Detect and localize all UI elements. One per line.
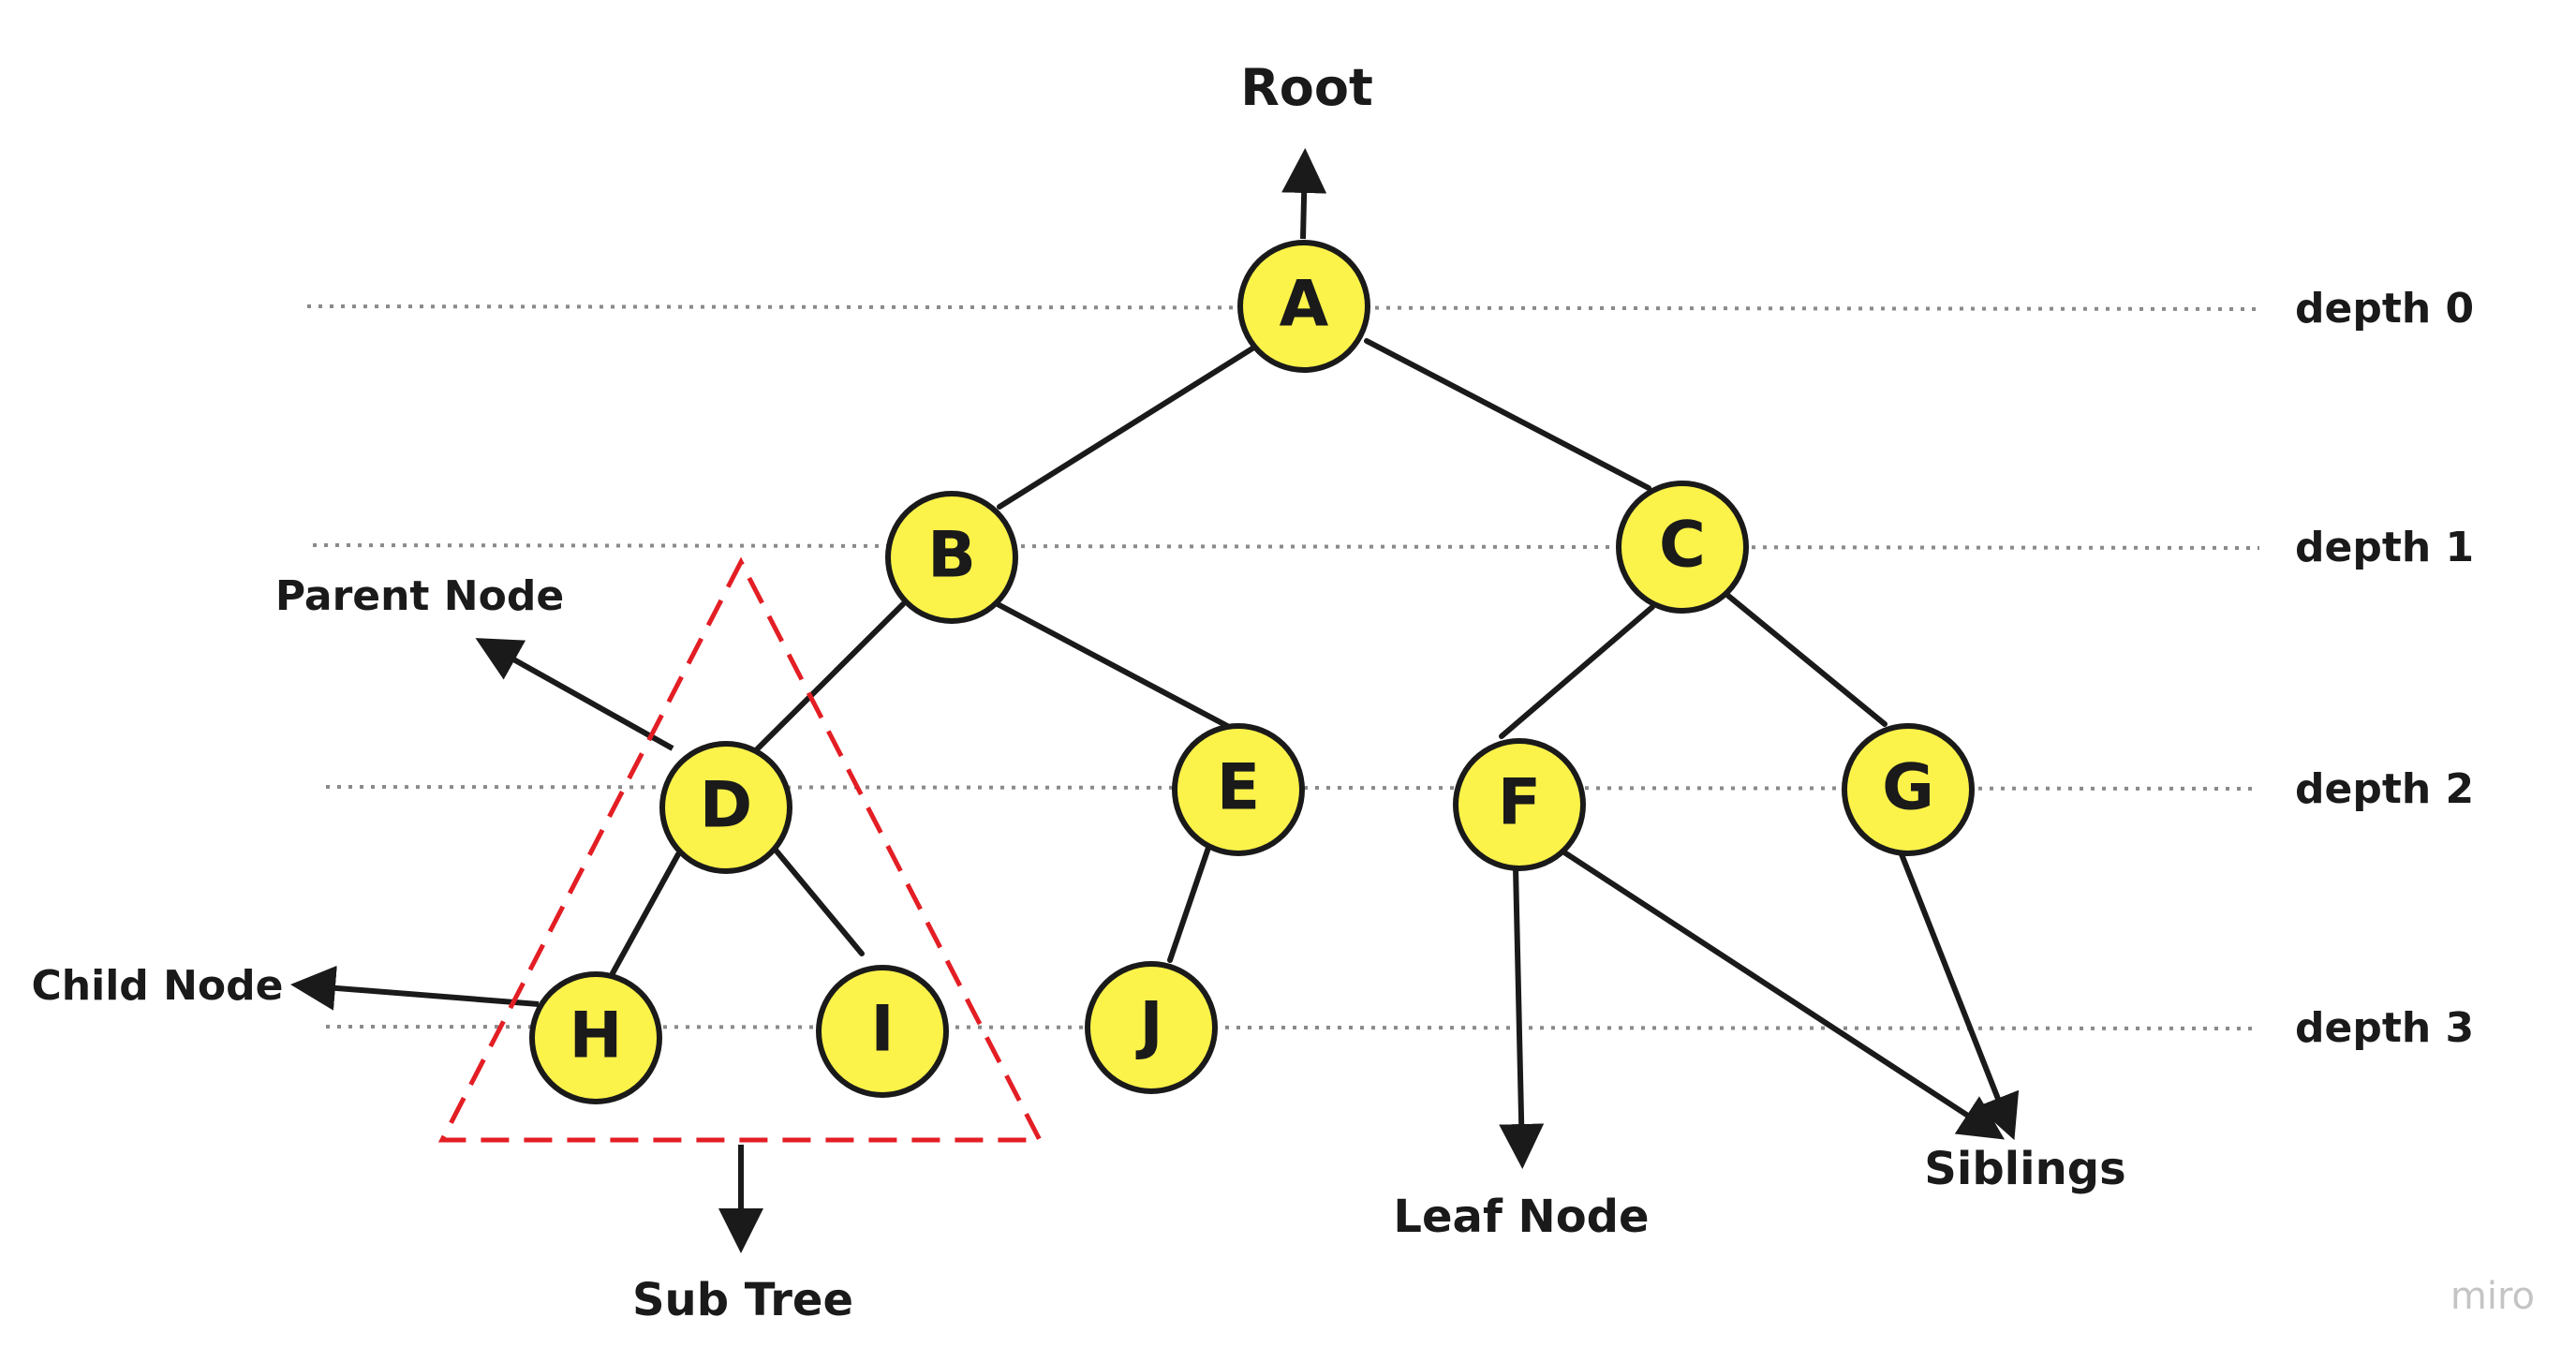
edge-e-j xyxy=(1167,845,1211,963)
subtree-outline xyxy=(437,556,1044,1143)
siblings-arrow-from-g xyxy=(1899,852,2020,1141)
tree-node-i: I xyxy=(816,965,949,1098)
node-label-h: H xyxy=(570,999,623,1073)
root-arrow xyxy=(1281,148,1327,240)
depth-guides xyxy=(306,304,2260,1030)
edge-b-e xyxy=(995,601,1234,731)
depth-label-0: depth 0 xyxy=(2295,285,2474,333)
node-label-j: J xyxy=(1135,989,1162,1063)
tree-node-c: C xyxy=(1616,481,1749,614)
tree-node-a: A xyxy=(1237,240,1370,373)
tree-edges xyxy=(610,338,1888,976)
tree-nodes: A B C D E F G H xyxy=(529,240,1975,1104)
edge-d-h xyxy=(610,851,681,976)
edge-c-f xyxy=(1499,604,1655,739)
node-label-c: C xyxy=(1659,509,1706,583)
child-node-label: Child Node xyxy=(32,962,284,1010)
tree-node-d: D xyxy=(659,741,792,874)
depth-guide-1 xyxy=(312,543,2260,550)
miro-watermark: miro xyxy=(2450,1275,2535,1318)
depth-guide-3 xyxy=(325,1025,2260,1030)
child-node-arrow xyxy=(290,965,540,1011)
node-label-g: G xyxy=(1882,751,1934,825)
depth-label-3: depth 3 xyxy=(2295,1004,2474,1052)
edge-d-i xyxy=(771,845,865,956)
node-label-e: E xyxy=(1217,751,1260,825)
edge-a-b xyxy=(997,346,1255,510)
node-label-b: B xyxy=(927,519,976,593)
tree-node-j: J xyxy=(1085,961,1218,1094)
annotation-arrows xyxy=(290,148,2020,1253)
diagram-labels: Root depth 0 depth 1 depth 2 depth 3 Par… xyxy=(32,58,2535,1326)
edge-a-c xyxy=(1364,338,1651,491)
tree-node-h: H xyxy=(529,971,662,1104)
edge-c-g xyxy=(1725,593,1888,727)
node-label-a: A xyxy=(1280,268,1329,342)
root-label: Root xyxy=(1240,58,1373,117)
tree-node-e: E xyxy=(1172,723,1305,856)
node-label-i: I xyxy=(870,993,894,1067)
tree-node-g: G xyxy=(1842,723,1975,856)
leaf-node-label: Leaf Node xyxy=(1393,1191,1649,1243)
siblings-label: Siblings xyxy=(1924,1143,2125,1195)
depth-label-1: depth 1 xyxy=(2295,524,2474,571)
node-label-d: D xyxy=(700,769,752,843)
sub-tree-label: Sub Tree xyxy=(632,1274,853,1326)
tree-node-f: F xyxy=(1453,738,1586,871)
siblings-arrow-from-f xyxy=(1562,850,2006,1140)
node-label-f: F xyxy=(1498,766,1541,840)
depth-label-2: depth 2 xyxy=(2295,765,2474,813)
edge-b-d xyxy=(748,601,906,759)
parent-node-label: Parent Node xyxy=(275,572,564,620)
parent-node-arrow xyxy=(475,638,674,751)
leaf-node-arrow xyxy=(1499,866,1545,1169)
tree-node-b: B xyxy=(885,491,1018,624)
